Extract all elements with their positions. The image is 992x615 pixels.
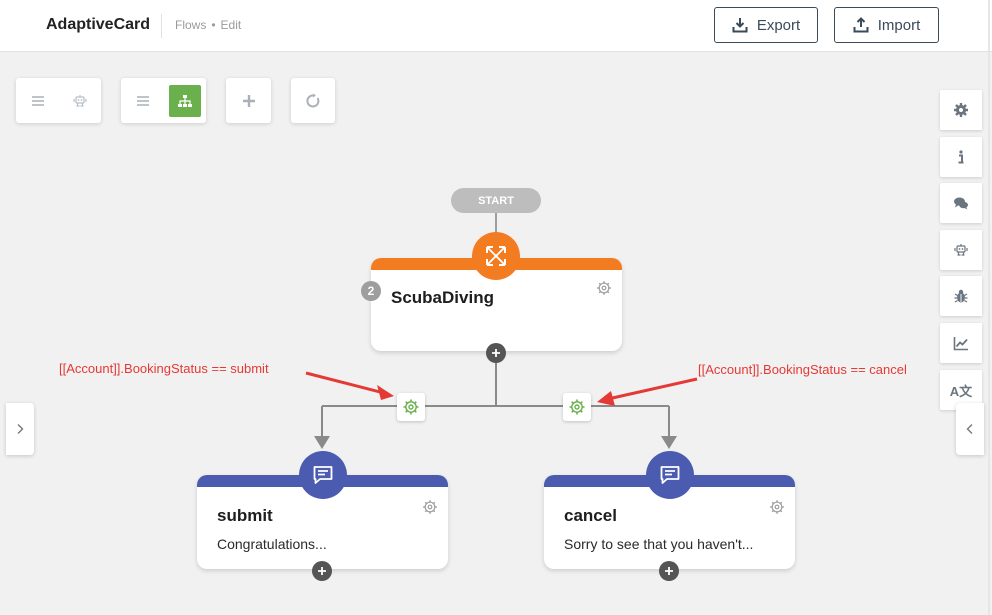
menu-button[interactable] [22,85,54,117]
condition-settings-cancel[interactable] [563,393,591,421]
plus-icon [318,567,326,575]
flow-node-cancel[interactable]: cancel Sorry to see that you haven't... [544,475,795,569]
node-settings-icon[interactable] [596,280,612,296]
message-node-icon-submit [299,451,347,499]
comments-panel-button[interactable] [940,183,982,223]
upload-icon [853,17,869,33]
condition-settings-submit[interactable] [397,393,425,421]
toolbar-group-3 [226,78,271,123]
menu-icon [32,95,44,106]
plus-icon [242,94,255,107]
tree-view-button[interactable] [169,84,201,117]
refresh-button[interactable] [297,85,329,117]
breadcrumb-separator: • [211,18,216,32]
node-badge: 2 [361,281,381,301]
info-panel-button[interactable] [940,137,982,177]
toolbar-group-1 [16,78,101,123]
download-icon [732,18,748,33]
bot-panel-button[interactable] [940,230,982,270]
node-title: ScubaDiving [391,288,494,307]
breadcrumb: Flows • Edit [175,18,241,32]
analytics-panel-button[interactable] [940,323,982,363]
list-view-button[interactable] [127,85,159,117]
robot-icon [954,244,968,256]
info-icon [958,150,964,164]
add-node-button[interactable] [233,85,265,117]
toolbar-group-2 [121,78,206,123]
plus-icon [492,349,500,357]
translate-icon: A文 [949,383,973,399]
node-settings-icon[interactable] [769,499,785,515]
node-title: cancel [564,506,617,525]
expand-arrows-node-icon [472,232,520,280]
app-title: AdaptiveCard [46,16,151,33]
plus-icon [665,567,673,575]
toolbar-group-4 [291,78,335,123]
expand-arrows-icon [486,246,506,266]
message-node-icon-cancel [646,451,694,499]
breadcrumb-flows[interactable]: Flows [175,18,207,32]
condition-annotation-cancel: [[Account]].BookingStatus == cancel [698,362,907,377]
debug-panel-button[interactable] [940,276,982,316]
chart-icon [953,337,968,351]
bug-icon [954,289,968,303]
sitemap-icon [178,94,192,107]
gear-icon [954,103,968,117]
robot-button[interactable] [64,85,96,117]
expand-right-panel-toggle[interactable] [956,403,984,455]
robot-icon [73,94,87,107]
import-label: Import [877,16,921,34]
condition-annotation-submit: [[Account]].BookingStatus == submit [59,361,269,376]
top-header: AdaptiveCard Flows • Edit Export Import [0,0,992,52]
chevron-left-icon [966,424,973,434]
import-button[interactable]: Import [834,7,939,43]
node-settings-icon[interactable] [422,499,438,515]
add-child-button[interactable] [659,561,679,581]
gear-icon [569,399,585,415]
header-divider [161,14,162,38]
start-node[interactable]: START [451,188,541,213]
node-title: submit [217,506,273,525]
export-button[interactable]: Export [714,7,818,43]
add-child-button[interactable] [312,561,332,581]
breadcrumb-edit: Edit [220,18,242,32]
settings-panel-button[interactable] [940,90,982,130]
expand-left-panel-toggle[interactable] [6,403,34,455]
node-message-preview: Sorry to see that you haven't... [564,536,754,552]
message-icon [660,466,680,484]
comments-icon [954,197,968,210]
right-edge-line [988,0,990,615]
export-label: Export [756,16,801,34]
chevron-right-icon [17,424,24,434]
add-child-button[interactable] [486,343,506,363]
refresh-icon [306,93,320,107]
gear-icon [403,399,419,415]
menu-icon [137,95,149,106]
node-message-preview: Congratulations... [217,536,327,552]
message-icon [313,466,333,484]
